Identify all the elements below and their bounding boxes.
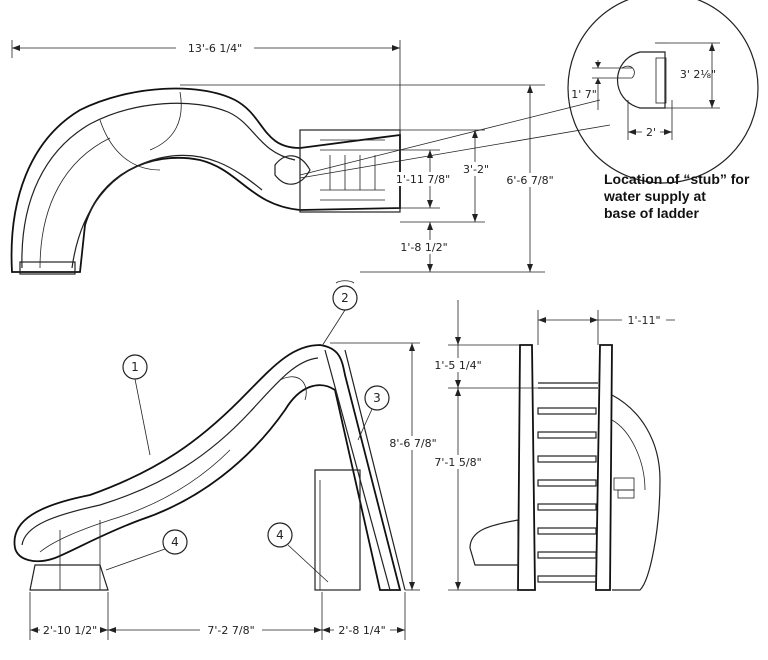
callout-4b: 4 <box>267 522 329 583</box>
slide-side-outline <box>13 344 402 591</box>
exit-length-label: 2'-10 1/2" <box>43 624 97 637</box>
stub-note-line-3: base of ladder <box>604 205 699 221</box>
svg-text:4: 4 <box>276 528 284 542</box>
svg-text:4: 4 <box>171 535 179 549</box>
height-label: 6'-6 7/8" <box>506 174 553 187</box>
ladder-base-label: 2'-8 1/4" <box>338 624 385 637</box>
callout-4a: 4 <box>105 529 188 571</box>
mid-length-label: 7'-2 7/8" <box>207 624 254 637</box>
stub-note-line-1: Location of “stub” for <box>604 171 750 187</box>
ladder-depth-label: 3'-2" <box>463 163 489 176</box>
callout-1: 1 <box>122 354 151 456</box>
svg-text:2: 2 <box>341 291 349 305</box>
stub-span-label: 3' 2⅛" <box>680 68 716 81</box>
stub-height-label: 1' 7" <box>571 88 597 101</box>
top-offset-label: 1'-5 1/4" <box>434 359 481 372</box>
callout-3: 3 <box>357 385 390 441</box>
stub-width-label: 2' <box>646 126 656 139</box>
svg-text:3: 3 <box>373 391 381 405</box>
top-plan-view: 13'-6 1/4" 6'-6 7/8" <box>10 40 611 275</box>
detail-circle <box>567 0 759 184</box>
left-rail <box>517 344 536 591</box>
svg-text:1: 1 <box>131 360 139 374</box>
ladder-steps <box>537 407 597 583</box>
right-rail <box>595 344 613 591</box>
stub-note-line-2: water supply at <box>603 188 706 204</box>
ladder-height-label: 7'-1 5/8" <box>434 456 481 469</box>
slide-plan-outline <box>10 87 401 273</box>
side-height-label: 8'-6 7/8" <box>389 437 436 450</box>
stub-detail: 1' 7" 3' 2⅛" 2' Location of “stub” for w… <box>567 0 759 221</box>
ladder-step-span-label: 1'-11 7/8" <box>396 173 450 186</box>
end-elevation-view: 1'-11" 1'-5 1/4" 7'-1 5/8" <box>430 300 675 591</box>
detail-leader-line <box>299 99 601 176</box>
side-elevation-view: 1 2 3 4 4 8'-6 7/8" <box>13 280 440 640</box>
overall-length-label: 13'-6 1/4" <box>188 42 242 55</box>
exit-offset-label: 1'-8 1/2" <box>400 241 447 254</box>
end-width-label: 1'-11" <box>627 314 660 327</box>
callout-2: 2 <box>321 280 358 347</box>
